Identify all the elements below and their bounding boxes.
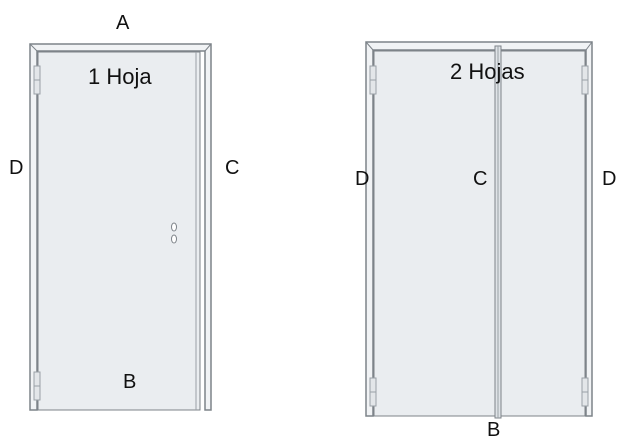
hinge-icon [33,65,41,95]
edge-label-right: D [602,168,616,190]
hinge-icon [369,377,377,407]
edge-label-bottom: B [123,371,136,393]
hinge-icon [369,65,377,95]
edge-label-left: D [355,168,369,190]
double-door-left-leaf [373,50,496,417]
single-door: 1 Hoja A B D C [9,12,239,411]
double-door: 2 Hojas C B D D [355,41,616,438]
edge-label-center: C [473,168,487,190]
double-door-right-leaf [500,50,586,417]
hinge-icon [581,377,589,407]
hinge-icon [33,371,41,401]
single-door-title: 1 Hoja [88,64,152,89]
double-door-title: 2 Hojas [450,59,525,84]
single-door-leaf [37,51,201,411]
edge-label-top: A [116,12,130,34]
hinge-icon [581,65,589,95]
edge-label-left: D [9,157,23,179]
door-handle-icon [171,222,177,244]
edge-label-right: C [225,157,239,179]
edge-label-bottom: B [487,419,500,438]
